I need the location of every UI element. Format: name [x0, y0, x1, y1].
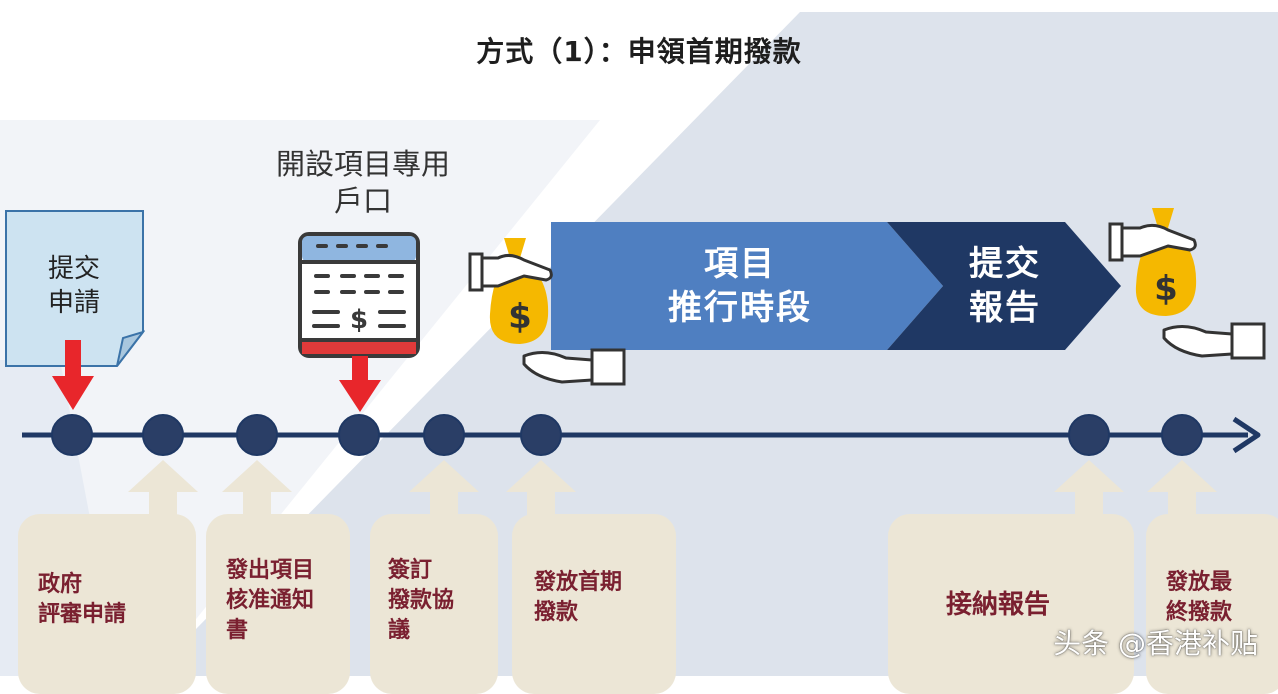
timeline-node	[1068, 414, 1110, 456]
money-bag-hand-icon: $	[1108, 208, 1197, 316]
timeline-node	[423, 414, 465, 456]
step-label: 簽訂 撥款協 議	[388, 556, 454, 646]
timeline-node	[51, 414, 93, 456]
application-note-line: 申請	[47, 288, 100, 318]
step-box: 發放最 終撥款	[1146, 514, 1278, 694]
money-bag-hand-icon: $	[468, 238, 553, 344]
receiving-hand-icon	[1162, 322, 1266, 360]
svg-text:$: $	[1154, 269, 1178, 309]
step-label-line: 撥款協	[388, 588, 455, 613]
diagram-title: 方式（1）：申領首期撥款	[476, 35, 802, 68]
red-arrow-icon	[339, 356, 381, 412]
step-label-line: 發放首期	[534, 570, 623, 595]
step-label-line: 議	[388, 618, 411, 643]
application-note: 提交 申請	[22, 252, 126, 320]
timeline-node	[338, 414, 380, 456]
phase-label-line: 推行時段	[668, 288, 812, 328]
phase-label-report: 提交 報告	[930, 242, 1080, 330]
up-arrow-icon	[1054, 460, 1124, 528]
step-box: 簽訂 撥款協 議	[370, 514, 498, 694]
step-label-line: 政府	[38, 572, 83, 597]
account-label: 開設項目專用 戶口	[258, 146, 468, 220]
up-arrow-icon	[222, 460, 292, 528]
timeline-node	[520, 414, 562, 456]
step-box: 發出項目 核准通知 書	[206, 514, 350, 694]
step-label-line: 書	[226, 618, 249, 643]
step-box: 政府 評審申請	[18, 514, 196, 694]
timeline	[22, 414, 1261, 456]
up-arrow-icon	[1147, 460, 1217, 528]
up-arrow-icon	[409, 460, 479, 528]
document-icon	[5, 210, 145, 367]
step-label-line: 簽訂	[388, 558, 433, 583]
timeline-node	[236, 414, 278, 456]
account-label-line: 戶口	[333, 184, 392, 218]
timeline-node	[142, 414, 184, 456]
phase-label-implementation: 項目 推行時段	[590, 242, 890, 330]
step-label-line: 撥款	[534, 600, 579, 625]
phase-arrow-implementation	[551, 222, 943, 350]
step-label: 發放首期 撥款	[534, 568, 622, 628]
step-label-line: 接納報告	[946, 590, 1051, 620]
step-label: 發出項目 核准通知 書	[226, 556, 314, 646]
svg-text:$: $	[508, 297, 532, 337]
phase-label-line: 項目	[704, 244, 776, 284]
up-arrow-icon	[128, 460, 198, 528]
phase-label-line: 報告	[969, 288, 1041, 328]
step-box: 發放首期 撥款	[512, 514, 676, 694]
red-arrow-icon	[52, 340, 94, 410]
up-arrows	[128, 460, 1217, 528]
svg-text:$: $	[350, 305, 368, 335]
timeline-node	[1161, 414, 1203, 456]
phase-label-line: 提交	[969, 244, 1041, 284]
step-label: 接納報告	[946, 590, 1050, 620]
step-label-line: 發放最	[1166, 570, 1233, 595]
step-box: 接納報告	[888, 514, 1134, 694]
step-label-line: 核准通知	[226, 588, 315, 613]
phase-arrow-report	[887, 222, 1121, 350]
calculator-icon: $	[298, 232, 420, 358]
phase-arrows	[551, 222, 1121, 350]
receiving-hand-icon	[522, 348, 626, 386]
step-label-line: 發出項目	[226, 558, 315, 583]
step-label: 發放最 終撥款	[1166, 568, 1232, 628]
step-label: 政府 評審申請	[38, 570, 126, 630]
step-label-line: 評審申請	[38, 602, 127, 627]
account-label-line: 開設項目專用	[275, 147, 450, 181]
application-note-line: 提交	[47, 254, 100, 284]
step-label-line: 終撥款	[1166, 600, 1233, 625]
up-arrow-icon	[506, 460, 576, 528]
watermark: 头条 @香港补贴	[1053, 627, 1258, 660]
